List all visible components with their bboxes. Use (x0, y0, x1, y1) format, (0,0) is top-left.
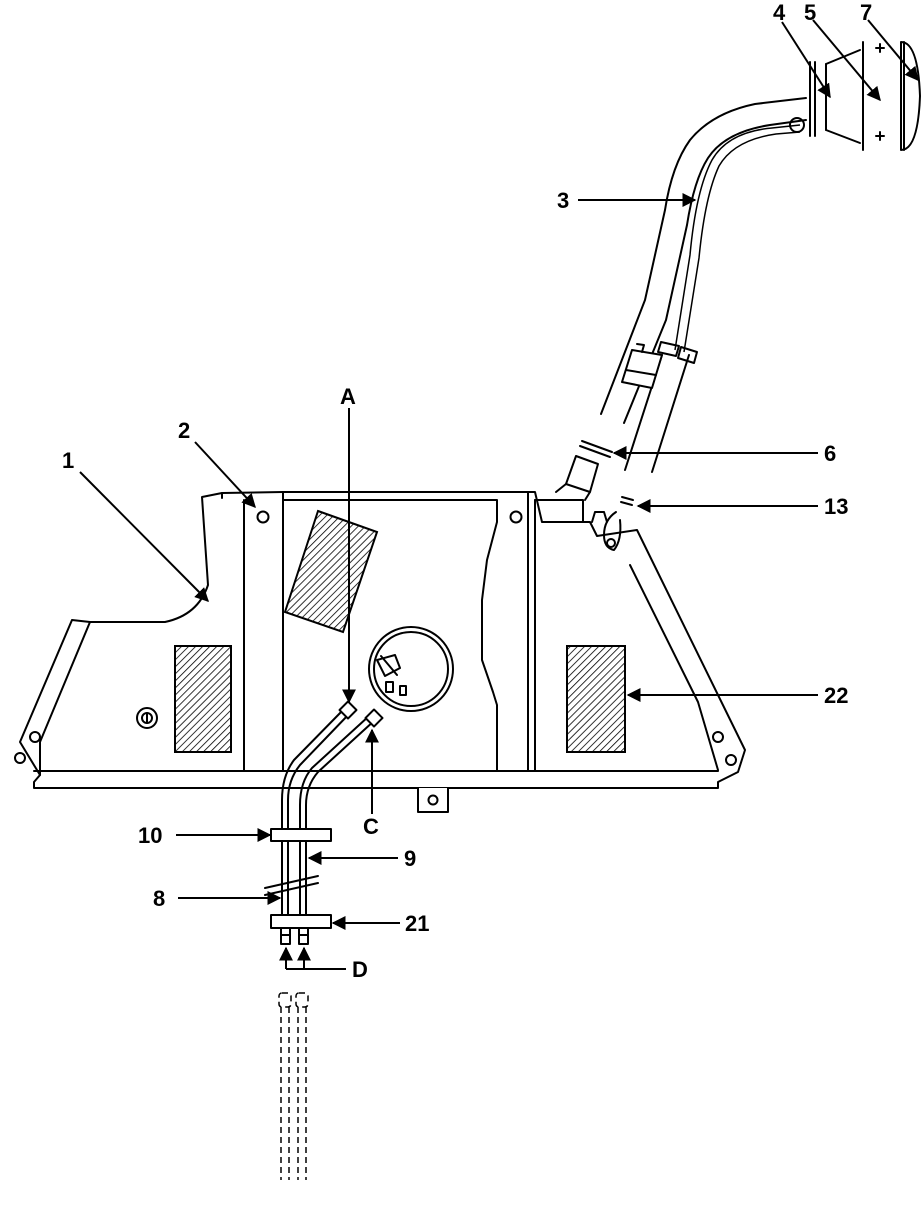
label-13: 13 (824, 494, 848, 519)
label-8: 8 (153, 886, 165, 911)
fuel-tank (14, 491, 746, 813)
filler-pipe (555, 97, 807, 551)
fuel-pipes (264, 700, 384, 1180)
label-10: 10 (138, 823, 162, 848)
label-2: 2 (178, 418, 190, 443)
label-D: D (352, 957, 368, 982)
label-4: 4 (773, 0, 786, 25)
label-C: C (363, 814, 379, 839)
label-21: 21 (405, 911, 429, 936)
callout-labels: 1 2 3 4 5 7 6 13 22 A C 10 9 8 21 D (62, 0, 872, 982)
leader-lines (79, 19, 919, 970)
label-3: 3 (557, 188, 569, 213)
label-7: 7 (860, 0, 872, 25)
label-1: 1 (62, 448, 74, 473)
label-9: 9 (404, 846, 416, 871)
label-A: A (340, 384, 356, 409)
anti-chafe-pads (174, 509, 626, 753)
filler-cap-assembly (809, 41, 921, 151)
label-5: 5 (804, 0, 816, 25)
label-22: 22 (824, 683, 848, 708)
label-6: 6 (824, 441, 836, 466)
